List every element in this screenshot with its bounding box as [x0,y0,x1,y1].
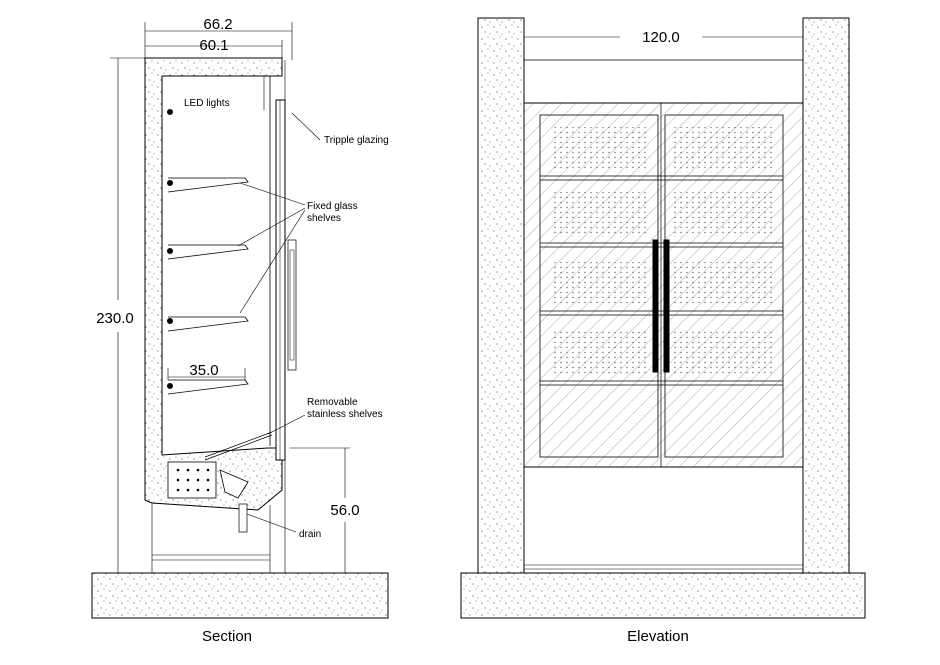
caption-elevation: Elevation [627,628,689,645]
note-led-lights: LED lights [184,98,230,109]
elevation-view [460,17,866,619]
section-view [91,22,389,619]
caption-section: Section [202,628,252,645]
dim-base-height: 56.0 [330,502,359,519]
note-fixed-shelves-line1: Fixed glass [307,201,358,212]
dim-overall-depth: 66.2 [203,16,232,33]
note-drain: drain [299,529,321,540]
note-glazing: Tripple glazing [324,135,389,146]
dim-shelf-depth: 35.0 [189,362,218,379]
note-fixed-shelves-line2: shelves [307,213,341,224]
note-removable-line1: Removable [307,397,358,408]
dim-inner-depth: 60.1 [199,37,228,54]
dim-height: 230.0 [96,310,134,327]
dim-elevation-width: 120.0 [642,29,680,46]
note-removable-line2: stainless shelves [307,409,383,420]
